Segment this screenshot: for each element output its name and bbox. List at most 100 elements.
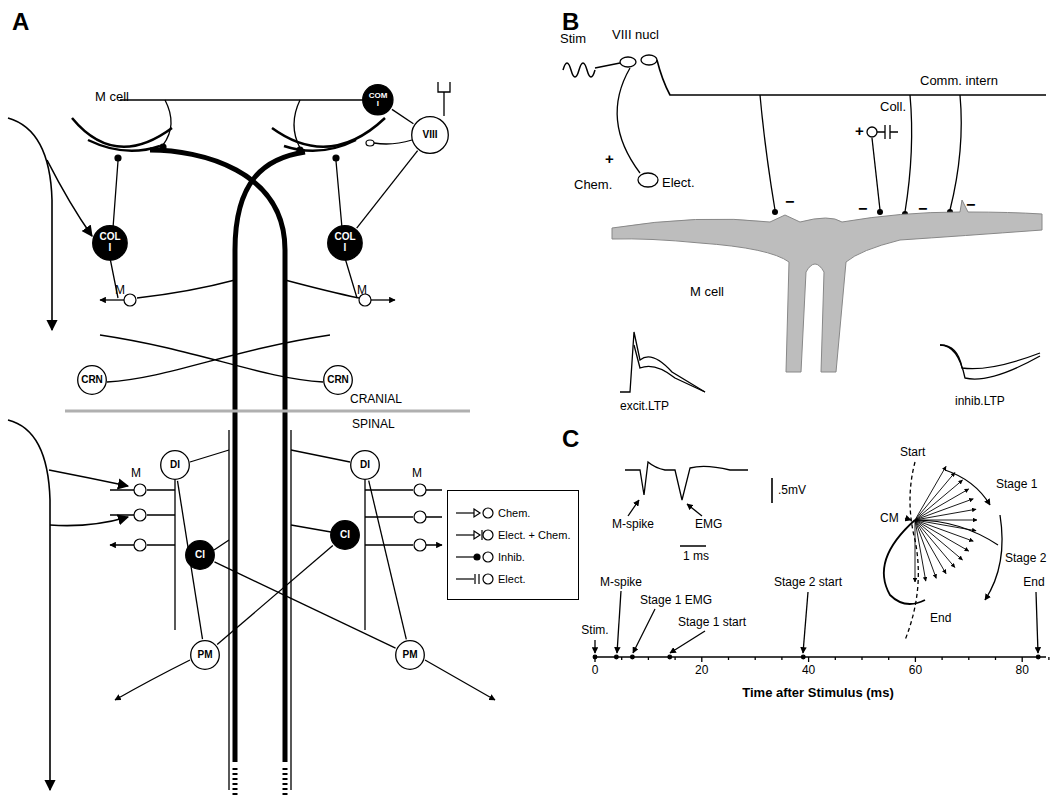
- terminals: [160, 144, 166, 150]
- figure-label: M-spike: [600, 576, 642, 590]
- divider-line: [65, 410, 470, 413]
- figure-label: Stage 2: [1005, 552, 1046, 566]
- terminals: [134, 484, 146, 496]
- panel-c-drawing: [1048, 657, 1049, 660]
- figure-label: M cell: [95, 90, 129, 105]
- figure-label: M: [357, 284, 367, 298]
- panel-a-wiring: [235, 768, 285, 796]
- panel-c-drawing: [985, 515, 1002, 600]
- panel-a-wiring: [115, 660, 190, 700]
- legend-sample: [456, 530, 493, 540]
- panel-a-wiring: [229, 430, 291, 790]
- figure-label: End: [1023, 576, 1044, 590]
- panel-a-wiring: [371, 299, 395, 300]
- legend-text: Elect. + Chem.: [498, 529, 570, 541]
- panel-a-wiring: [365, 490, 413, 545]
- neuron-circle: DI: [160, 450, 190, 480]
- panel-c-drawing: [905, 462, 918, 640]
- panel-a-wiring: [49, 470, 128, 486]
- legend-row: Inhib.: [454, 549, 570, 565]
- neuron-circle: PM: [395, 640, 425, 670]
- panel-c-drawing: [701, 657, 702, 662]
- panel-c-drawing: [835, 657, 836, 660]
- legend-sample: [474, 554, 480, 560]
- terminals: [115, 155, 121, 161]
- panel-c-drawing: [915, 466, 946, 520]
- legend-sample: [474, 509, 480, 517]
- panel-c-drawing: [633, 609, 655, 653]
- panel-c-drawing: [617, 591, 621, 653]
- figure-label: Coll.: [880, 100, 906, 115]
- circle-shape: [351, 451, 380, 480]
- figure-label: CRANIAL: [350, 393, 402, 407]
- figure-label: Stage 1 EMG: [640, 594, 712, 608]
- panel-c-drawing: [915, 520, 969, 551]
- panel-b-wiring: [641, 55, 657, 65]
- panel-c-drawing: [915, 499, 973, 520]
- figure-label: 40: [802, 664, 815, 678]
- panel-c-drawing: [668, 655, 672, 659]
- terminals: [366, 140, 374, 146]
- panel-c-drawing: [621, 657, 622, 660]
- legend-row: Chem.: [454, 505, 570, 521]
- panel-a-wiring: [88, 140, 160, 151]
- terminals: [414, 484, 426, 496]
- panel-a-wiring: [100, 335, 330, 382]
- legend-row: Elect.: [454, 571, 570, 587]
- panel-c-drawing: [803, 592, 808, 653]
- neuron-label: CRN: [327, 375, 349, 386]
- panel-b-wiring: [620, 57, 636, 67]
- panel-a-wiring: [8, 118, 52, 330]
- panel-a-wiring: [50, 517, 128, 526]
- legend-sample: [454, 505, 494, 521]
- neuron-label: COL I: [98, 232, 122, 253]
- legend-sample: [456, 578, 474, 579]
- terminals: [134, 539, 146, 551]
- circle-shape: [324, 366, 353, 395]
- panel-c-drawing: [593, 655, 1049, 662]
- terminals: [124, 294, 136, 306]
- m-cell-body: [612, 200, 1042, 372]
- panel-a-wiring: [374, 140, 412, 144]
- panel-c-drawing: [905, 518, 911, 520]
- circle-shape: [93, 226, 127, 260]
- legend-sample: [456, 556, 474, 557]
- panel-a-wiring: [235, 152, 305, 762]
- panel-c-drawing: [888, 657, 889, 660]
- panel-b-wiring: [617, 68, 640, 173]
- figure-label: 0: [592, 664, 599, 678]
- panel-a-wiring: [120, 99, 364, 100]
- axon-connector: [369, 481, 407, 640]
- figure-label: Chem.: [574, 178, 612, 193]
- panel-b-wiring: [638, 173, 658, 187]
- panel-c-drawing: [808, 657, 809, 662]
- figure-label: Start: [900, 446, 925, 460]
- figure-label: 20: [695, 664, 708, 678]
- panel-a-wiring: [272, 118, 385, 147]
- figure-label: 1 ms: [683, 550, 709, 564]
- figure-label: VIII nucl: [612, 28, 659, 43]
- legend-sample: [456, 512, 474, 513]
- panel-b-wiring: [867, 127, 877, 137]
- neuron-circle: VIII: [411, 116, 449, 154]
- circle-shape: [331, 521, 360, 550]
- panel-c-drawing: [670, 631, 705, 653]
- panel-a-wiring: [284, 140, 356, 151]
- terminals: [333, 155, 339, 161]
- panel-c-drawing: [915, 466, 977, 582]
- figure-label: 80: [1016, 664, 1029, 678]
- panel-c-drawing: [594, 640, 595, 653]
- panel-c-drawing: [648, 657, 649, 660]
- neuron-label: CRN: [81, 375, 103, 386]
- legend-sample: [456, 552, 493, 562]
- figure-label: 60: [909, 664, 922, 678]
- neuron-circle: CRN: [323, 365, 353, 395]
- neuron-circle: COL I: [92, 225, 128, 261]
- panel-c-drawing: [915, 520, 936, 578]
- panel-a-wiring: [137, 280, 359, 298]
- panel-c-drawing: [915, 520, 926, 581]
- axon-connector: [214, 562, 395, 648]
- terminals: [414, 539, 426, 551]
- terminals: [134, 509, 146, 521]
